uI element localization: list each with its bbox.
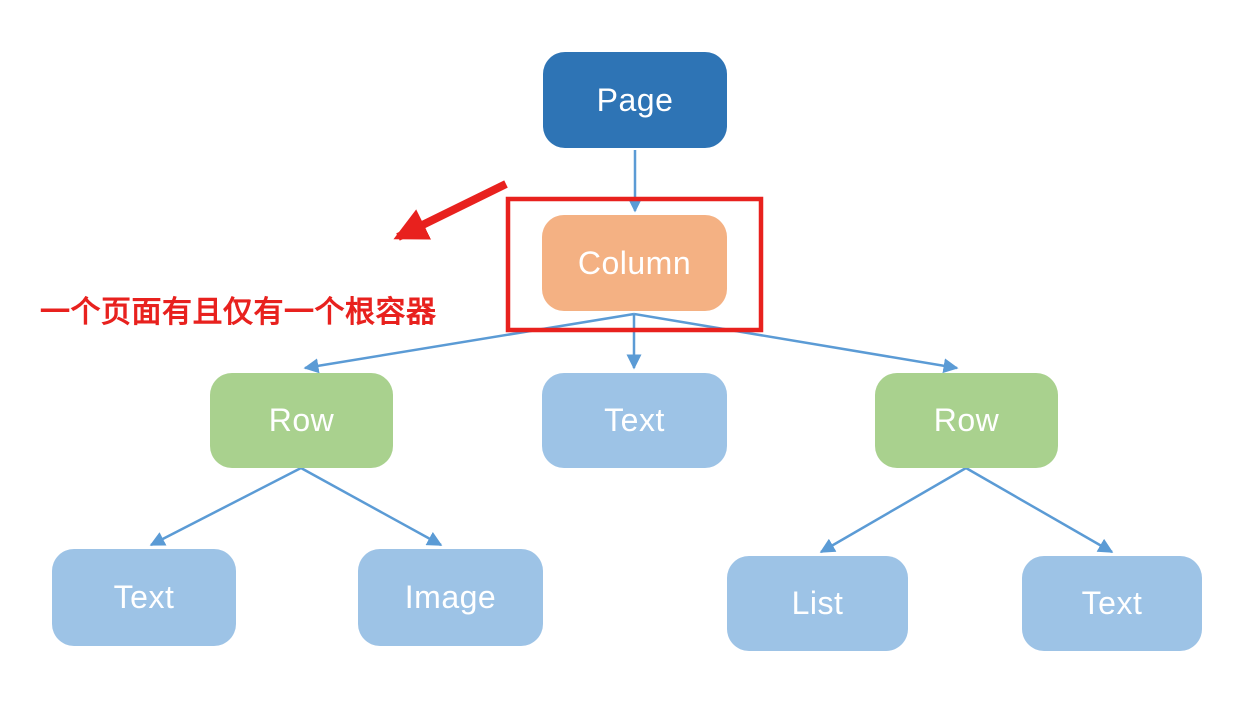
edge-rowright-text: [965, 466, 1114, 554]
node-image: Image: [358, 549, 543, 646]
node-text-bottom-right-label: Text: [1081, 585, 1143, 621]
node-text-middle-label: Text: [604, 402, 665, 438]
annotation-arrow-icon: [393, 180, 508, 241]
edge-rowleft-image: [300, 466, 443, 547]
node-text-middle: Text: [542, 373, 727, 468]
node-list-label: List: [791, 585, 844, 621]
node-text-bottom-left: Text: [52, 549, 236, 646]
node-text-bottom-right: Text: [1022, 556, 1202, 651]
node-row-right: Row: [875, 373, 1058, 468]
node-column: Column: [542, 215, 727, 311]
node-page-label: Page: [596, 81, 674, 118]
node-row-left-label: Row: [268, 402, 335, 438]
node-page: Page: [543, 52, 727, 148]
edge-rowright-list: [819, 466, 967, 554]
edge-column-row-right: [633, 312, 959, 374]
edge-rowleft-text: [149, 466, 302, 547]
node-row-left: Row: [210, 373, 393, 468]
annotation-text: 一个页面有且仅有一个根容器: [40, 296, 437, 329]
node-column-label: Column: [577, 244, 692, 281]
node-row-right-label: Row: [933, 402, 1000, 438]
node-text-bottom-left-label: Text: [113, 579, 175, 615]
node-list: List: [727, 556, 908, 651]
node-image-label: Image: [404, 579, 497, 615]
